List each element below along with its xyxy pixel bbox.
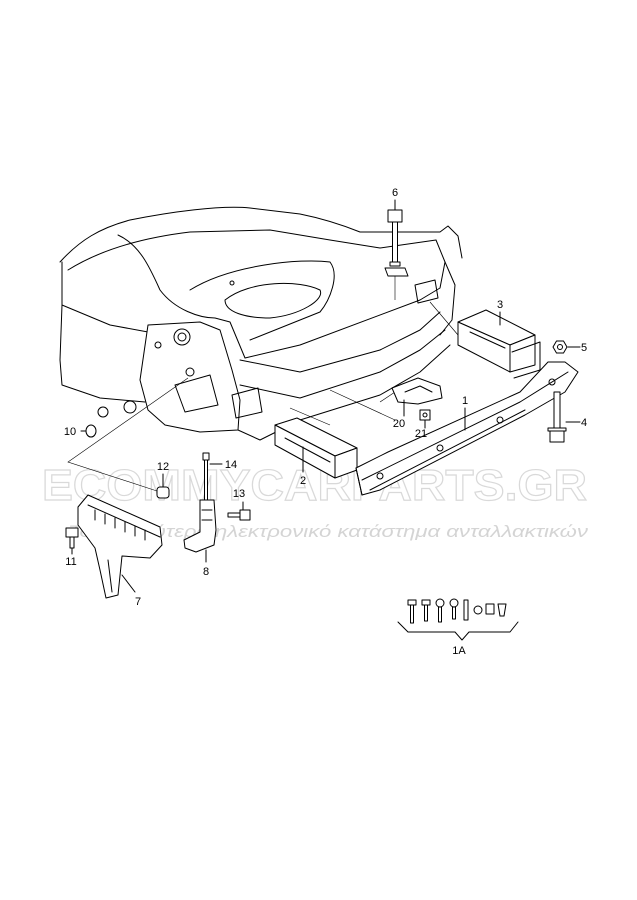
callout-21: 21 xyxy=(415,428,427,440)
bracket-20 xyxy=(391,377,443,405)
bumper-beam-1 xyxy=(355,361,579,496)
callout-4: 4 xyxy=(581,417,587,429)
callout-8: 8 xyxy=(203,566,209,578)
callout-11: 11 xyxy=(65,556,76,568)
nut-5 xyxy=(552,340,568,354)
callout-13: 13 xyxy=(233,488,245,500)
grommet-10 xyxy=(85,424,97,438)
bolt-6 xyxy=(384,209,409,277)
fastener-kit-1A xyxy=(397,598,519,641)
bolt-13 xyxy=(227,509,251,521)
spacer-12 xyxy=(156,486,170,499)
bolt-4 xyxy=(547,391,567,443)
callout-6: 6 xyxy=(392,187,398,199)
bumper-bracket-7 xyxy=(77,494,163,599)
callout-2: 2 xyxy=(300,475,306,487)
callout-1A: 1A xyxy=(452,645,466,657)
crash-box-3 xyxy=(457,309,541,379)
callout-7: 7 xyxy=(135,596,141,608)
callout-12: 12 xyxy=(157,461,169,473)
crash-box-2 xyxy=(274,417,358,479)
callout-3: 3 xyxy=(497,299,503,311)
leader-lines xyxy=(71,199,581,593)
callout-20: 20 xyxy=(393,418,405,430)
nut-21 xyxy=(419,409,431,421)
watermark-site: ECOMMYCARPARTS.GR xyxy=(42,461,587,510)
sensor-bracket-8 xyxy=(183,499,217,553)
callouts: 6 3 5 1 4 20 21 10 12 14 13 2 11 8 7 1A xyxy=(64,187,587,657)
callout-10: 10 xyxy=(64,426,76,438)
car-body-rear xyxy=(59,206,463,441)
assembly-lines xyxy=(67,276,459,493)
callout-14: 14 xyxy=(225,459,237,471)
callout-5: 5 xyxy=(581,342,587,354)
callout-1: 1 xyxy=(462,395,468,407)
